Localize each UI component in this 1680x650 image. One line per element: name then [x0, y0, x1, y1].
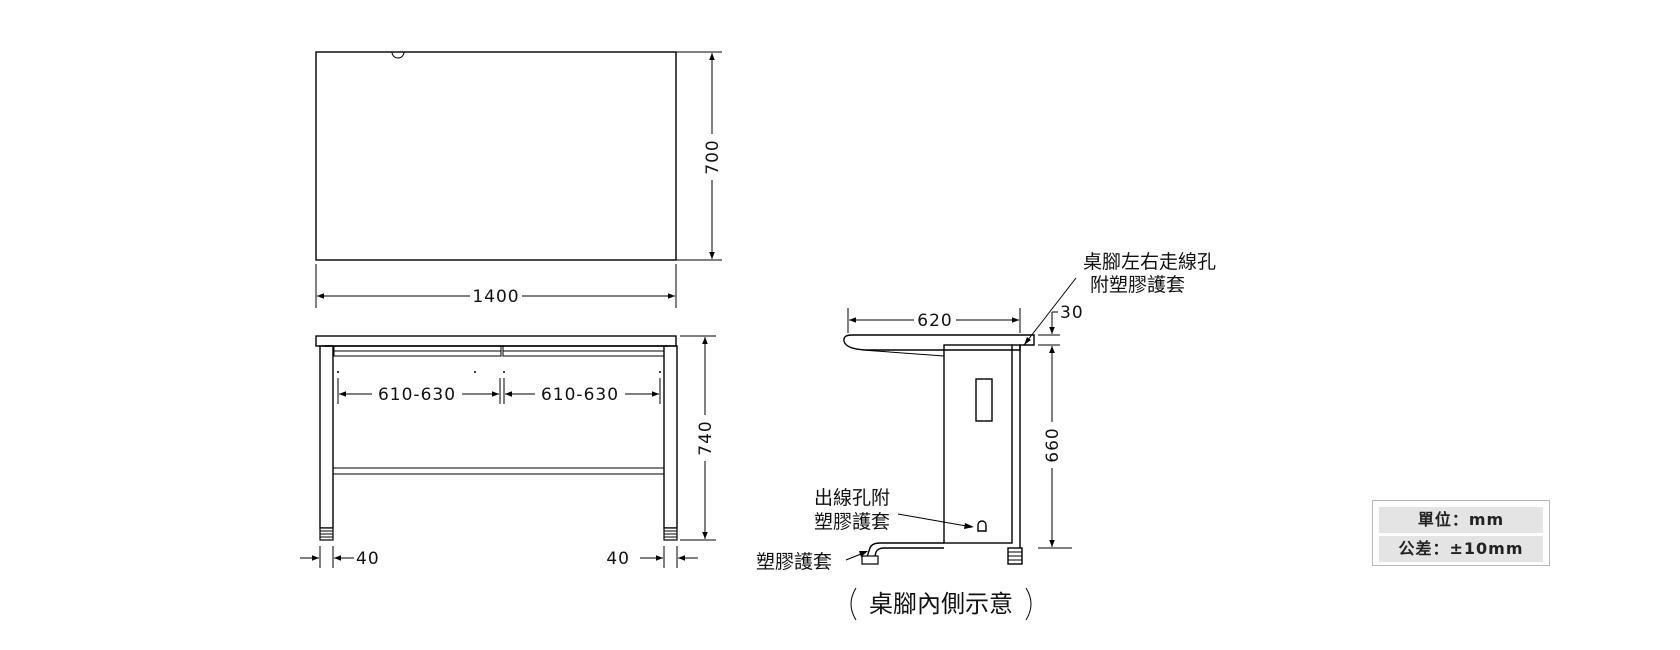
- side-top-board: [843, 334, 1035, 351]
- side-base-inner: [873, 547, 944, 561]
- wire-slot: [975, 378, 993, 422]
- spec-unit: 單位：mm: [1379, 507, 1543, 533]
- dim-leg-left: 40: [356, 549, 380, 569]
- front-view: 610-630 610-630 740 40 40: [300, 335, 716, 569]
- marker-dot: [474, 371, 476, 373]
- note-foot-cover: 塑膠護套: [756, 551, 832, 573]
- note-wire-hole-1: 桌腳左右走線孔: [1083, 251, 1216, 273]
- marker-dot: [659, 371, 661, 373]
- dim-gap: [372, 384, 462, 404]
- top-view: 700 1400: [315, 51, 723, 308]
- front-top-board: [315, 335, 677, 347]
- front-stretcher: [332, 467, 665, 475]
- dim-gap: [470, 286, 522, 306]
- caption: 桌腳內側示意: [869, 590, 1013, 618]
- side-apron-line: [861, 349, 945, 357]
- side-base: [865, 542, 944, 561]
- spec-box: 單位：mm 公差：±10mm: [1372, 500, 1550, 566]
- note-wire-hole-2: 附塑膠護套: [1090, 274, 1185, 296]
- front-leg-left: [319, 345, 334, 529]
- outlet-hole: [977, 520, 987, 532]
- spec-tolerance: 公差：±10mm: [1379, 536, 1543, 562]
- leader-arrowhead: [1024, 337, 1031, 345]
- dim-leg-right: 40: [606, 549, 630, 569]
- marker-dot: [337, 371, 339, 373]
- dim-side-height: 660: [1043, 427, 1063, 462]
- caption-paren-right: [1025, 587, 1032, 621]
- dim-top-thickness: 30: [1060, 303, 1084, 323]
- dim-side-depth: 620: [917, 311, 952, 331]
- dim-drawer-left: 610-630: [378, 385, 456, 405]
- leader-wire-hole: [1023, 277, 1077, 346]
- leader-outlet: [897, 513, 973, 528]
- dim-gap: [535, 384, 625, 404]
- side-view: 620 30 660: [843, 277, 1084, 565]
- desktop-outline: [315, 51, 677, 261]
- dim-drawer-right: 610-630: [541, 385, 619, 405]
- dim-gap: [702, 134, 722, 180]
- leader-arrowhead: [859, 551, 868, 557]
- caption-paren-left: [850, 587, 857, 621]
- note-outlet-1: 出線孔附: [814, 487, 890, 509]
- front-foot-cap: [861, 555, 879, 565]
- dim-top-depth: 700: [703, 139, 723, 174]
- note-outlet-2: 塑膠護套: [814, 511, 890, 533]
- leader-arrowhead: [964, 523, 974, 529]
- side-leg-panel: [943, 344, 1013, 544]
- dim-top-width: 1400: [472, 287, 519, 307]
- dim-gap: [695, 415, 715, 461]
- dim-gap: [914, 310, 956, 330]
- front-leg-right: [663, 345, 678, 529]
- dim-front-height: 740: [696, 420, 716, 455]
- marker-dot: [503, 371, 505, 373]
- dim-gap: [1042, 422, 1062, 468]
- cable-notch: [391, 51, 405, 59]
